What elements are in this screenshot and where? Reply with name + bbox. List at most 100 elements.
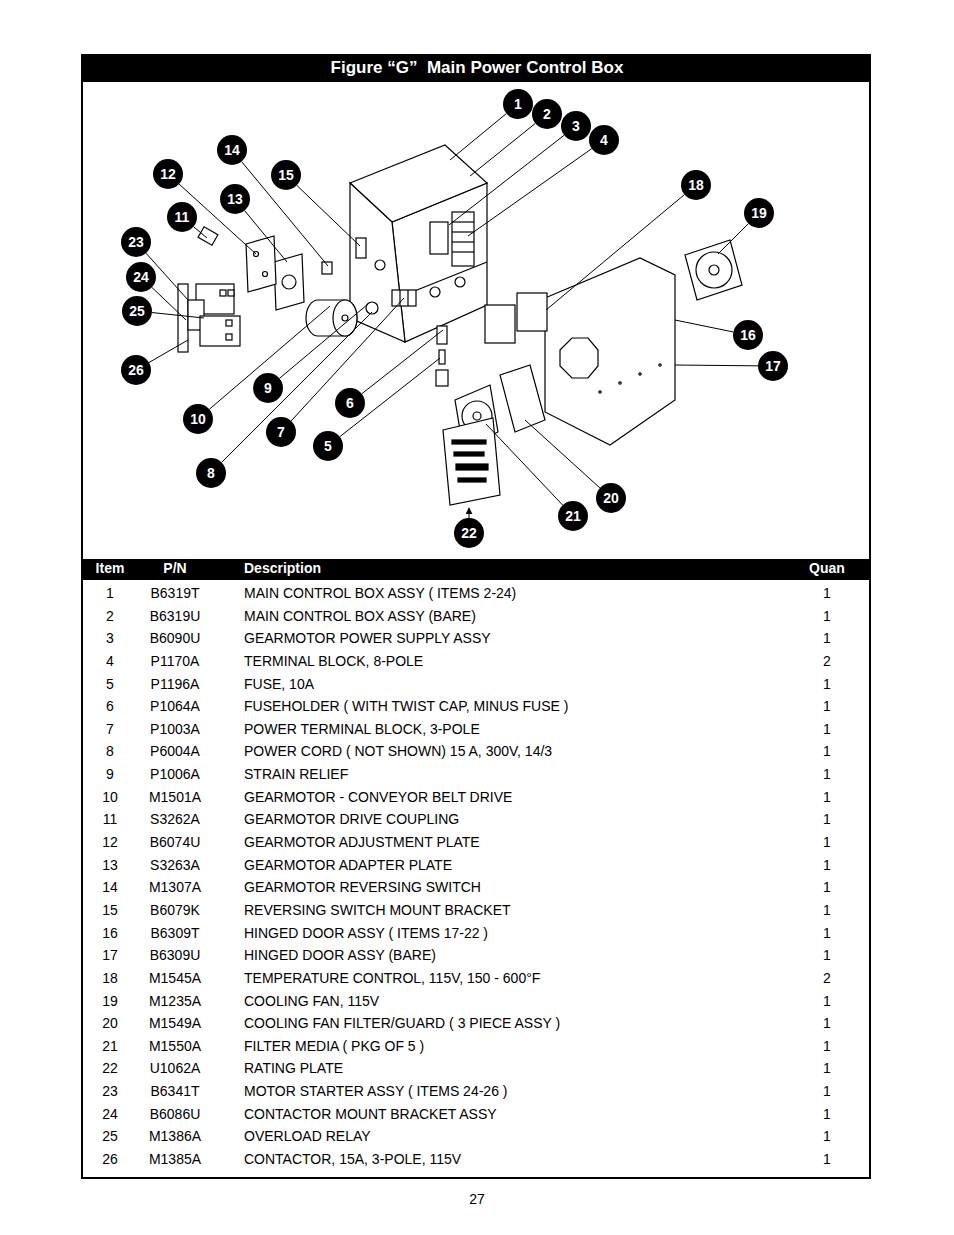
table-cell: HINGED DOOR ASSY (BARE)	[244, 949, 436, 964]
table-cell: 1	[823, 1062, 831, 1077]
rating-plate-part	[454, 452, 484, 456]
table-cell: P1196A	[151, 677, 200, 692]
leader-line	[546, 195, 684, 310]
rating-plate-part	[452, 440, 486, 444]
motor-starter-part	[220, 290, 226, 296]
table-cell: 13	[102, 858, 118, 873]
title-band	[82, 55, 870, 82]
table-cell: TERMINAL BLOCK, 8-POLE	[244, 654, 423, 669]
table-cell: B6090U	[150, 632, 201, 647]
cooling-fan-part	[709, 265, 719, 275]
table-cell: 1	[823, 609, 831, 624]
control-box	[350, 145, 487, 342]
control-box-part	[452, 221, 474, 222]
callout-number: 1	[503, 89, 533, 119]
adapter-plates-part	[274, 254, 304, 310]
table-cell: 21	[102, 1039, 118, 1054]
table-cell: 2	[823, 971, 831, 986]
table-cell: B6086U	[150, 1107, 201, 1122]
hinged-door-part	[545, 258, 675, 445]
table-cell: S3262A	[150, 813, 200, 828]
callout-number: 19	[744, 198, 774, 228]
control-box-part	[452, 241, 474, 242]
cooling-fan	[685, 240, 742, 300]
table-cell: GEARMOTOR ADJUSTMENT PLATE	[244, 835, 480, 850]
leader-line	[149, 340, 188, 363]
table-cell: FUSE, 10A	[244, 677, 314, 692]
gearmotor-part	[342, 315, 348, 321]
callout-number: 3	[561, 111, 591, 141]
callout-number: 9	[253, 373, 283, 403]
table-cell: P1170A	[151, 654, 200, 669]
table-cell: COOLING FAN, 115V	[244, 994, 379, 1009]
hinged-door-part	[599, 391, 601, 393]
leader-line	[297, 185, 360, 246]
control-box-part	[452, 251, 474, 252]
table-cell: 1	[823, 790, 831, 805]
table-cell: 12	[102, 835, 118, 850]
table-cell: MOTOR STARTER ASSY ( ITEMS 24-26 )	[244, 1084, 507, 1099]
table-cell: 1	[823, 994, 831, 1009]
table-cell: M1545A	[149, 971, 201, 986]
table-cell: 2	[106, 609, 114, 624]
callout-number: 16	[733, 320, 763, 350]
fuseholder-part	[437, 326, 447, 344]
figure-title: Figure “G” Main Power Control Box	[331, 59, 624, 78]
table-cell: COOLING FAN FILTER/GUARD ( 3 PIECE ASSY …	[244, 1016, 560, 1031]
leader-line	[468, 149, 592, 236]
table-cell: 15	[102, 903, 118, 918]
table-cell: GEARMOTOR REVERSING SWITCH	[244, 881, 481, 896]
table-cell: 19	[102, 994, 118, 1009]
table-cell: 9	[106, 767, 114, 782]
callout-number: 26	[121, 355, 151, 385]
table-cell: 16	[102, 926, 118, 941]
control-box-part	[407, 290, 408, 306]
table-cell: B6341T	[150, 1084, 199, 1099]
callout-number: 18	[681, 170, 711, 200]
fan-filter-part	[473, 412, 481, 420]
callout-number: 6	[335, 388, 365, 418]
table-cell: 7	[106, 722, 114, 737]
callout-number: 10	[183, 404, 213, 434]
leader-line	[675, 365, 758, 367]
callout-number: 22	[454, 518, 484, 548]
table-cell: 3	[106, 632, 114, 647]
table-cell: 1	[106, 586, 114, 601]
table-cell: POWER TERMINAL BLOCK, 3-POLE	[244, 722, 480, 737]
table-cell: P6004A	[150, 745, 200, 760]
leader-line	[152, 313, 204, 318]
table-cell: 6	[106, 699, 114, 714]
table-cell: 1	[823, 1107, 831, 1122]
table-cell: 1	[823, 1016, 831, 1031]
leader-line	[291, 298, 404, 421]
callout-number: 23	[121, 227, 151, 257]
rating-plate-part	[443, 418, 500, 505]
table-cell: TEMPERATURE CONTROL, 115V, 150 - 600°F	[244, 971, 540, 986]
control-box-part	[455, 277, 465, 287]
leader-line	[469, 508, 470, 518]
table-cell: B6319T	[150, 586, 199, 601]
table-cell: 17	[102, 949, 118, 964]
table-cell: 2	[823, 654, 831, 669]
hinged-door-part	[659, 364, 661, 366]
callout-number: 25	[122, 296, 152, 326]
table-cell: 1	[823, 1130, 831, 1145]
table-cell: P1003A	[150, 722, 200, 737]
table-cell: M1501A	[149, 790, 201, 805]
motor-starter-part	[200, 316, 240, 346]
leader-line	[279, 304, 368, 378]
hinged-door-part	[560, 338, 598, 378]
motor-starter	[178, 284, 240, 352]
control-box-part	[399, 290, 400, 306]
cooling-fan-part	[685, 240, 742, 300]
table-cell: 1	[823, 586, 831, 601]
callout-number: 20	[596, 483, 626, 513]
table-cell: GEARMOTOR ADAPTER PLATE	[244, 858, 452, 873]
table-cell: B6319U	[150, 609, 201, 624]
table-cell: STRAIN RELIEF	[244, 767, 348, 782]
table-cell: M1307A	[149, 881, 201, 896]
rating-plate-part	[456, 464, 488, 470]
callout-number: 24	[126, 262, 156, 292]
table-cell: M1235A	[149, 994, 201, 1009]
